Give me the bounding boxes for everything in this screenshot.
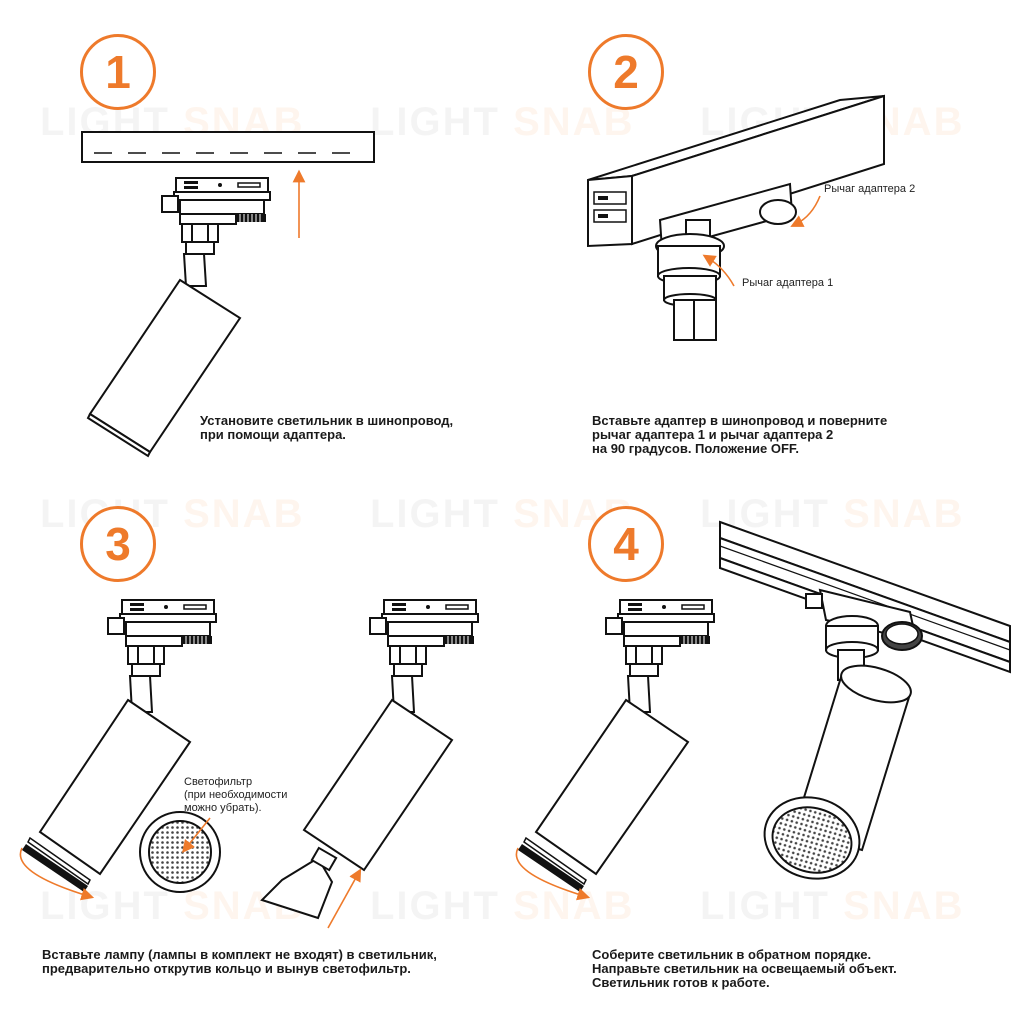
step-2-caption: Вставьте адаптер в шинопровод и повернит… — [592, 413, 888, 456]
step-number-2: 2 — [588, 34, 664, 110]
step-number-1: 1 — [80, 34, 156, 110]
panel-1-drawing — [81, 131, 375, 458]
step-number-3: 3 — [80, 506, 156, 582]
filter-label: Светофильтр (при необходимости можно убр… — [184, 776, 288, 814]
panel-3-drawing-right — [260, 599, 479, 929]
step-4-caption: Соберите светильник в обратном порядке. … — [592, 947, 897, 990]
step-3-caption: Вставьте лампу (лампы в комплект не вход… — [42, 947, 437, 976]
step-number-4: 4 — [588, 506, 664, 582]
lever-1-label: Рычаг адаптера 1 — [742, 277, 834, 289]
panel-4-drawing-right — [719, 520, 1011, 880]
panel-4-drawing-left — [515, 599, 715, 901]
panel-2-drawing — [587, 94, 885, 341]
step-1-caption: Установите светильник в шинопровод, при … — [200, 413, 454, 442]
lever-2-label: Рычаг адаптера 2 — [824, 183, 916, 195]
panel-3-drawing-left — [19, 599, 221, 901]
